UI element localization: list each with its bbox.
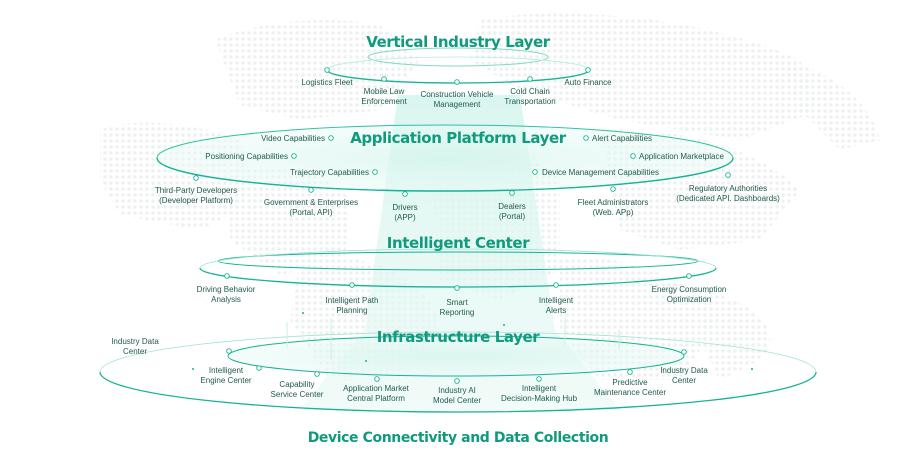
- node-marker-icon: [256, 365, 262, 371]
- node-marker-icon: [291, 153, 297, 159]
- capability-device-management: Device Management Capabilities: [542, 168, 659, 177]
- node-marker-icon: [725, 172, 731, 178]
- node-marker-icon: [532, 169, 538, 175]
- node-marker-icon: [381, 76, 387, 82]
- node-marker-icon: [630, 153, 636, 159]
- capability-trajectory: Trajectory Capabilities: [290, 168, 369, 177]
- node-marker-icon: [454, 285, 460, 291]
- node-marker-icon: [226, 348, 232, 354]
- infrastructure-layer-title: Infrastructure Layer: [376, 328, 540, 346]
- node-marker-icon: [686, 273, 692, 279]
- vertical-item-auto-finance: Auto Finance: [564, 78, 612, 87]
- node-marker-icon: [372, 169, 378, 175]
- device-connectivity-title: Device Connectivity and Data Collection: [307, 430, 609, 446]
- application-platform-ring: [156, 124, 734, 192]
- node-marker-icon: [454, 79, 460, 85]
- node-marker-icon: [224, 273, 230, 279]
- node-marker-icon: [324, 67, 330, 73]
- user-drivers: Drivers(APP): [392, 203, 418, 222]
- infrastructure-rings: [99, 312, 817, 413]
- node-marker-icon: [527, 76, 533, 82]
- user-fleet-administrators: Fleet Administrators(Web. APp): [577, 198, 649, 217]
- application-platform-layer-title: Application Platform Layer: [350, 129, 566, 147]
- node-marker-icon: [627, 369, 633, 375]
- capability-video: Video Capabilities: [261, 134, 325, 143]
- node-marker-icon: [681, 349, 687, 355]
- capability-alert: Alert Capabilities: [592, 134, 653, 143]
- user-third-party-developers: Third-Party Developers(Developer Platfor…: [154, 186, 238, 205]
- vertical-industry-layer-title: Vertical Industry Layer: [366, 33, 550, 51]
- node-marker-icon: [349, 282, 355, 288]
- node-marker-icon: [553, 282, 559, 288]
- node-marker-icon: [328, 135, 334, 141]
- capability-application-marketplace: Application Marketplace: [639, 152, 724, 161]
- node-marker-icon: [308, 187, 314, 193]
- node-marker-icon: [454, 378, 460, 384]
- intelligent-center-title: Intelligent Center: [386, 234, 530, 252]
- intelligent-center-rings: [199, 248, 717, 288]
- node-marker-icon: [374, 376, 380, 382]
- node-marker-icon: [610, 186, 616, 192]
- node-marker-icon: [585, 67, 591, 73]
- node-marker-icon: [314, 371, 320, 377]
- user-government-enterprises: Government & Enterprises(Portal, API): [263, 198, 359, 217]
- capability-positioning: Positioning Capabilities: [205, 152, 288, 161]
- node-marker-icon: [193, 175, 199, 181]
- node-marker-icon: [509, 190, 515, 196]
- user-dealers: Dealers(Portal): [498, 202, 526, 221]
- node-marker-icon: [402, 191, 408, 197]
- node-marker-icon: [583, 135, 589, 141]
- node-marker-icon: [536, 376, 542, 382]
- user-regulatory-authorities: Regulatory Authorities(Dedicated API. Da…: [676, 184, 780, 203]
- vertical-item-logistics-fleet: Logistics Fleet: [301, 78, 353, 87]
- node-markers: [193, 67, 731, 384]
